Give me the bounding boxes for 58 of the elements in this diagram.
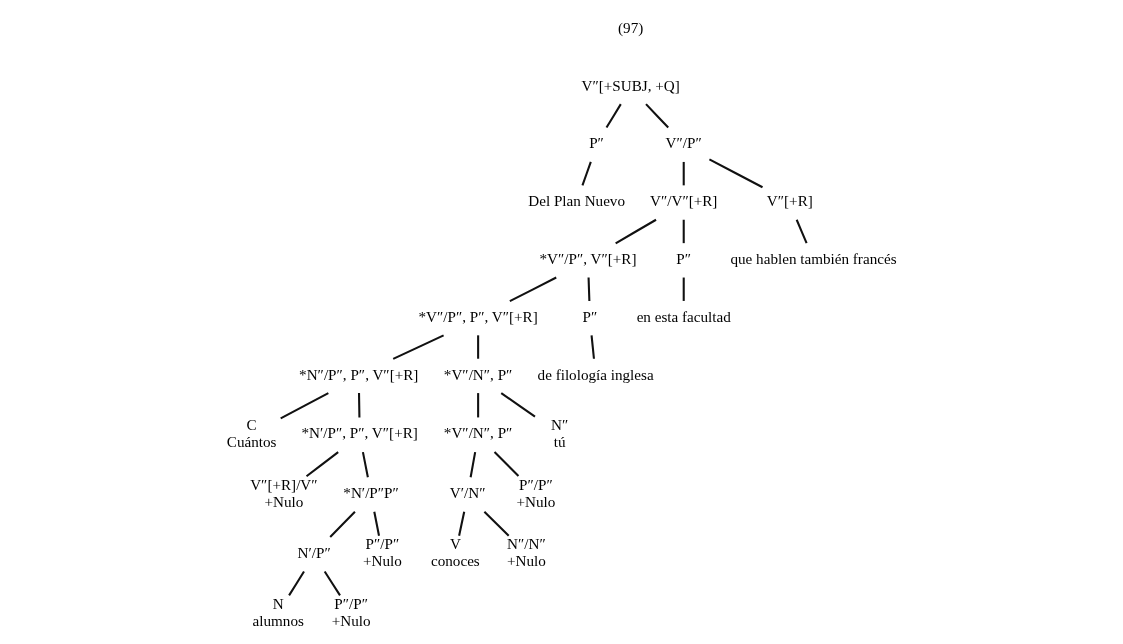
- node-text: N″/N″ +Nulo: [507, 535, 546, 570]
- node-text: V″[+SUBJ, +Q]: [581, 76, 680, 94]
- connector: [615, 218, 657, 245]
- connector: [581, 161, 592, 186]
- connector: [458, 511, 466, 536]
- node-text: *V″/P″, V″[+R]: [539, 250, 637, 268]
- node-text: *V″/P″, P″, V″[+R]: [418, 307, 538, 325]
- node-text: *V″/N″, P″: [443, 424, 513, 442]
- connector: [682, 219, 685, 244]
- connector: [305, 451, 339, 478]
- connector: [605, 103, 622, 129]
- connector: [587, 277, 591, 301]
- node-text: V″/P″: [665, 134, 702, 152]
- node-text: V conoces: [431, 535, 480, 570]
- node-text: N″ tú: [550, 415, 569, 450]
- connector: [469, 451, 477, 478]
- node-text: N′/P″: [297, 543, 331, 561]
- node-text: P″/P″ +Nulo: [516, 475, 556, 510]
- connector: [392, 334, 445, 360]
- connector: [483, 511, 510, 537]
- node-text: *N′/P″, P″, V″[+R]: [301, 424, 418, 442]
- label: (97): [618, 18, 644, 36]
- connector: [509, 276, 557, 303]
- node-text: P″/P″ +Nulo: [331, 594, 371, 629]
- node-text: V″[+R]: [766, 192, 813, 210]
- node-text: que hablen también francés: [730, 250, 897, 268]
- node-text: P″/P″ +Nulo: [363, 535, 402, 570]
- node-text: *N′/P″P″: [343, 484, 399, 502]
- connector: [288, 570, 305, 596]
- node-text: P″: [582, 307, 598, 325]
- node-text: P″: [589, 134, 604, 152]
- node-text: *N″/P″, P″, V″[+R]: [299, 365, 419, 383]
- node-text: de filología inglesa: [537, 365, 654, 383]
- connector: [373, 511, 381, 536]
- connector: [361, 451, 369, 478]
- connector: [323, 570, 341, 596]
- connector: [477, 335, 480, 359]
- node-text: V′/N″: [449, 484, 486, 502]
- node-text: Del Plan Nuevo: [528, 192, 626, 210]
- connector: [280, 392, 329, 420]
- connector: [500, 392, 536, 418]
- connector: [357, 393, 361, 418]
- connector: [708, 158, 763, 189]
- connector: [682, 277, 685, 301]
- node-text: V″/V″[+R]: [650, 192, 718, 210]
- node-text: V″[+R]/V″ +Nulo: [250, 475, 318, 510]
- node-text: N alumnos: [252, 594, 304, 629]
- connector: [329, 511, 356, 538]
- connector: [590, 335, 595, 359]
- node-text: P″: [676, 250, 692, 268]
- node-text: C Cuántos: [226, 415, 277, 450]
- node-text: en esta facultad: [636, 307, 731, 325]
- connector: [477, 393, 480, 418]
- connector: [795, 219, 808, 244]
- connector: [493, 451, 520, 477]
- connector: [682, 161, 685, 186]
- node-text: *V″/N″, P″: [443, 365, 513, 383]
- connector: [645, 103, 669, 129]
